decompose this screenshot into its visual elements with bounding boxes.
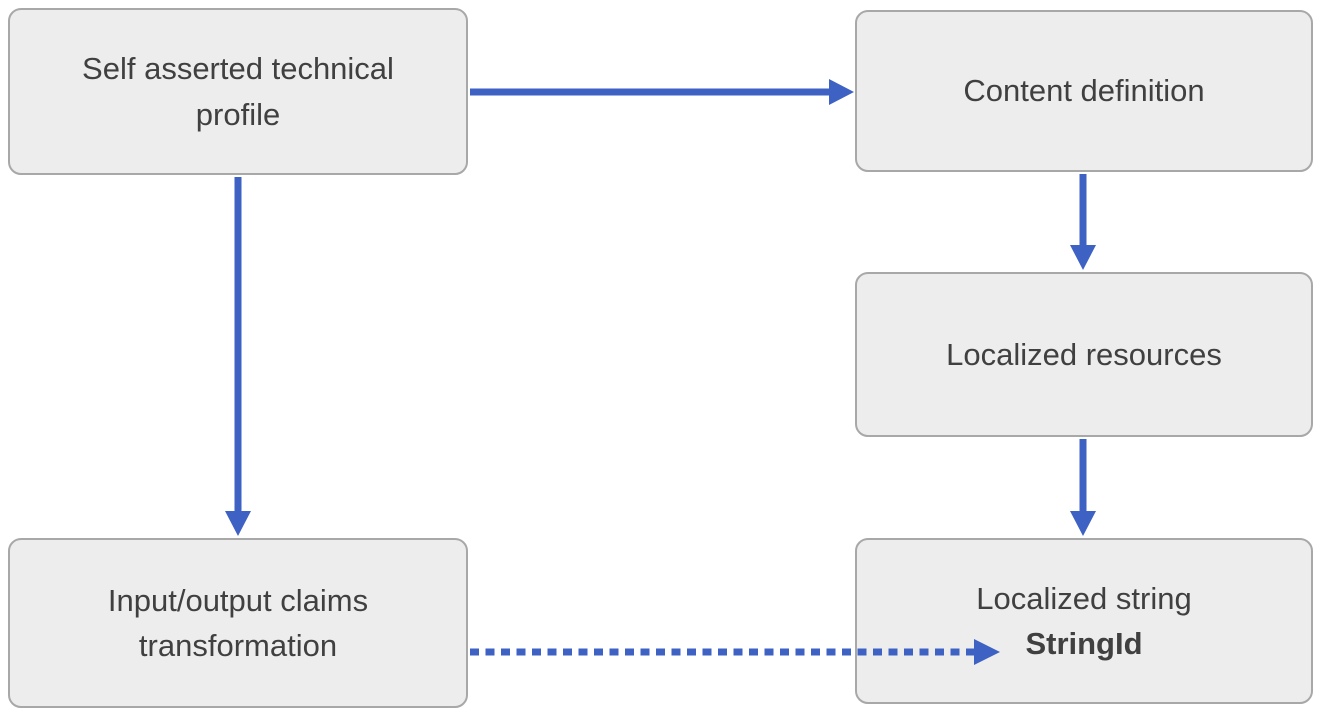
arrow-profile-to-claims-transformation: [225, 177, 251, 536]
node-label-line: Self asserted technical: [82, 51, 394, 87]
node-label-string-id: StringId: [1025, 626, 1143, 661]
node-label-line: profile: [195, 96, 281, 132]
node-label-line: Input/output claims: [107, 582, 369, 618]
node-localized-resources: Localized resources: [855, 272, 1313, 437]
node-label-line: Localized string: [976, 580, 1192, 616]
node-localized-string: Localized string StringId: [855, 538, 1313, 704]
node-self-asserted-technical-profile: Self asserted technical profile: [8, 8, 468, 175]
arrow-localized-resources-to-localized-string: [1070, 439, 1096, 536]
node-label-line: Localized resources: [946, 336, 1222, 372]
node-label-line: Content definition: [963, 73, 1205, 109]
arrow-content-definition-to-localized-resources: [1070, 174, 1096, 270]
node-input-output-claims-transformation: Input/output claims transformation: [8, 538, 468, 708]
node-label-line: transformation: [138, 628, 338, 663]
arrow-profile-to-content-definition: [470, 79, 854, 105]
node-content-definition: Content definition: [855, 10, 1313, 172]
